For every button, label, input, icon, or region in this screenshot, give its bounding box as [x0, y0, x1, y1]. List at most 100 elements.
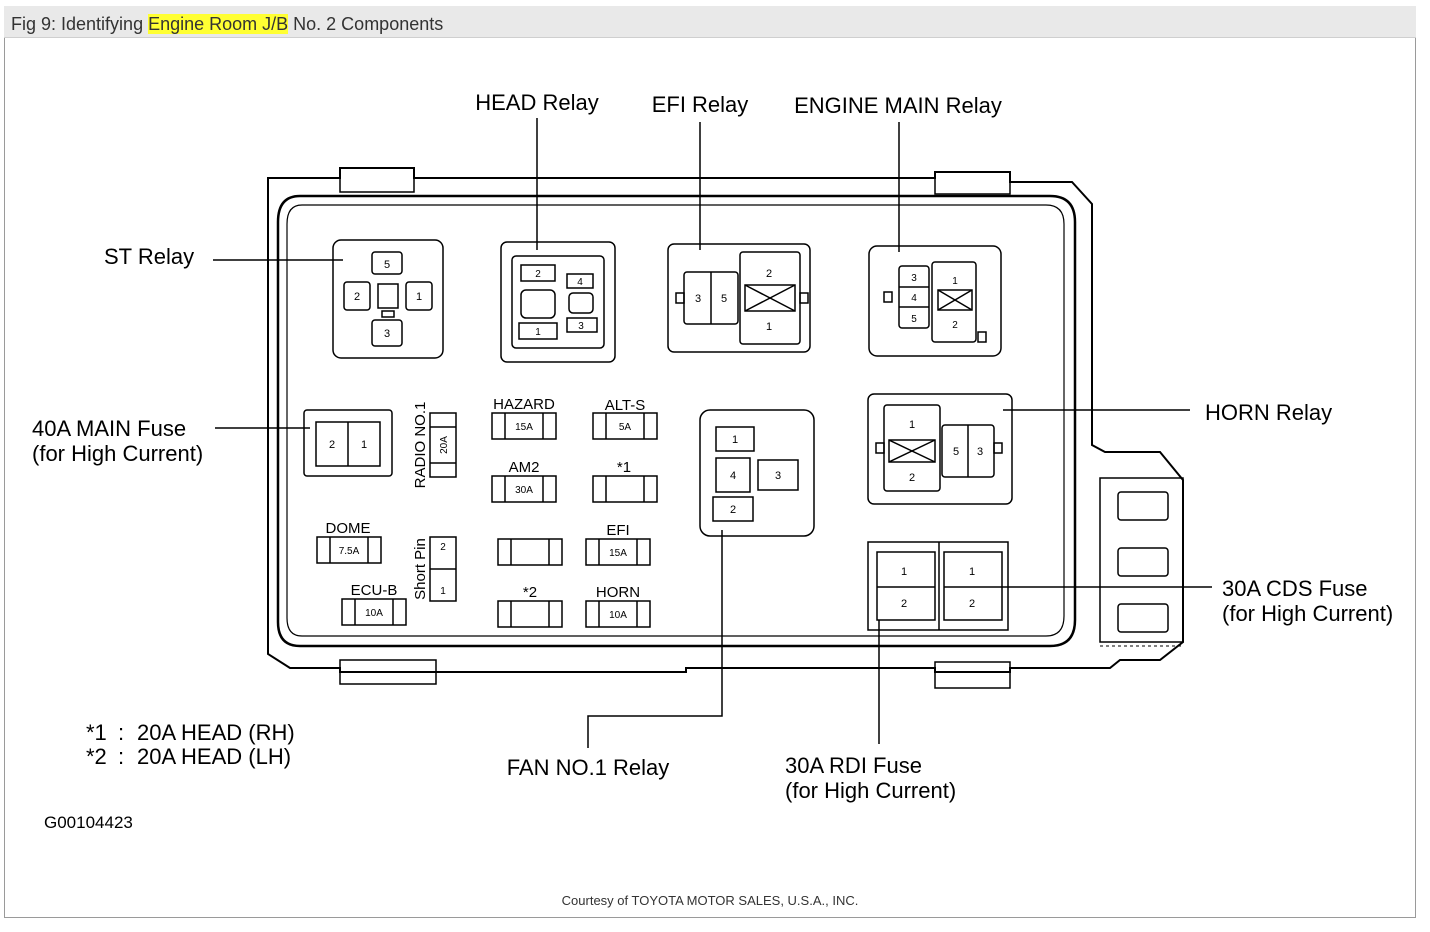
main-fuse-note: (for High Current): [32, 441, 203, 466]
dome-fuse-label: DOME: [326, 520, 371, 537]
junction-block-housing: [267, 167, 1184, 689]
st-relay-label: ST Relay: [104, 244, 194, 269]
fan-pin-4: 4: [730, 470, 736, 482]
head-relay-inner: [511, 255, 605, 349]
housing-tab-top-right: [934, 171, 1011, 195]
cds-fuse-note: (for High Current): [1222, 601, 1393, 626]
side-slot-1: [1117, 491, 1169, 521]
horn-relay: [867, 393, 1013, 505]
engine-main-relay: [868, 245, 1002, 357]
st-pin-2: 2: [354, 291, 360, 303]
legend-1-sep: :: [118, 720, 124, 745]
am2-fuse-rating: 30A: [515, 485, 533, 496]
horn-left-inner: [888, 439, 936, 463]
st-center-box: [377, 283, 399, 309]
short-pin-1: 1: [440, 586, 446, 597]
efi-relay-label: EFI Relay: [652, 92, 749, 117]
rdi-pin-2: 2: [901, 598, 907, 610]
ecu-b-fuse-label: ECU-B: [351, 582, 398, 599]
leader-lines: [213, 118, 1212, 748]
head-pin-4: 4: [577, 277, 583, 288]
side-slot-3: [1117, 603, 1169, 633]
figure-frame: [4, 6, 1416, 918]
main-fuse: [303, 409, 393, 477]
head-center-box: [520, 289, 556, 319]
radio-fuse: [429, 412, 457, 478]
horn-relay-label: HORN Relay: [1205, 400, 1332, 425]
main-fuse-pin-1: 1: [361, 439, 367, 451]
em-left-block: [898, 265, 930, 329]
em-tab-right: [977, 331, 987, 343]
cds-fuse-label: 30A CDS Fuse: [1222, 576, 1368, 601]
cds-pin-2: 2: [969, 598, 975, 610]
em-pin-1: 1: [952, 276, 958, 287]
fan-pin3-box: [757, 459, 799, 491]
fan-relay-label: FAN NO.1 Relay: [507, 755, 670, 780]
mini-fuses: [316, 412, 658, 628]
efi-tab-left: [675, 292, 685, 304]
fan-relay: [699, 409, 815, 537]
efi-pin-2: 2: [766, 268, 772, 280]
efi-pin-1: 1: [766, 321, 772, 333]
efi-right-inner: [744, 284, 796, 312]
fan-pin4-box: [715, 457, 751, 493]
dome-fuse: [316, 536, 382, 564]
main-fuse-label: 40A MAIN Fuse: [32, 416, 186, 441]
fan-pin-3: 3: [775, 470, 781, 482]
rdi-pin-1: 1: [901, 566, 907, 578]
horn-pin-5: 5: [953, 446, 959, 458]
radio-fuse-label: RADIO NO.1: [412, 402, 429, 489]
rdi-fuse-note: (for High Current): [785, 778, 956, 803]
housing-inner-2: [286, 204, 1065, 637]
credit-line: Courtesy of TOYOTA MOTOR SALES, U.S.A., …: [562, 893, 859, 908]
legend-2-value: 20A HEAD (LH): [137, 744, 291, 769]
em-right-block: [931, 261, 977, 343]
st-pin1-box: [405, 281, 433, 311]
fan-pin-2: 2: [730, 504, 736, 516]
head-relay-socket: [500, 241, 616, 363]
efi-relay: [667, 243, 811, 353]
st-pin-3: 3: [384, 328, 390, 340]
st-pin-1: 1: [416, 291, 422, 303]
head-pin4-box: [566, 273, 594, 289]
rdi-fuse-label: 30A RDI Fuse: [785, 753, 922, 778]
housing-tab-bottom-left: [339, 659, 437, 685]
efi-cross-b: [744, 284, 796, 312]
title-suffix: No. 2 Components: [288, 14, 444, 34]
em-pin-2: 2: [952, 320, 958, 331]
legend-2-key: *2: [86, 744, 107, 769]
horn-tab-right: [993, 442, 1003, 454]
em-tab-left: [883, 291, 893, 303]
dome-fuse-rating: 7.5A: [339, 546, 360, 557]
horn-tab-left: [875, 442, 885, 454]
engine-main-relay-socket: [868, 245, 1002, 357]
title-prefix: Fig 9: Identifying: [11, 14, 149, 34]
head-right-box: [568, 292, 594, 314]
short-pin-2: 2: [440, 542, 446, 553]
hazard-fuse-rating: 15A: [515, 422, 533, 433]
head-pin-3: 3: [578, 321, 584, 332]
em-right-inner: [937, 289, 973, 311]
fan-pin-1: 1: [732, 434, 738, 446]
housing-tab-bottom-right: [934, 661, 1011, 689]
cds-fuse-body: [943, 551, 1003, 621]
radio-fuse-body: [429, 412, 457, 478]
efi-fuse-rating: 15A: [609, 548, 627, 559]
alt-s-fuse-rating: 5A: [619, 422, 632, 433]
head-pin2-box: [520, 264, 556, 282]
radio-fuse-rating: 20A: [439, 436, 450, 454]
rdi-fuse-body: [876, 551, 936, 621]
figure-title: Fig 9: Identifying Engine Room J/B No. 2…: [11, 14, 443, 35]
side-slot-2: [1117, 547, 1169, 577]
leader-fan-relay: [587, 530, 723, 748]
st-center-slot: [381, 310, 395, 318]
head-pin-1: 1: [535, 327, 541, 338]
em-cross-b: [937, 289, 973, 311]
fan-pin2-box: [712, 496, 754, 522]
am2-fuse-label: AM2: [509, 459, 540, 476]
am2-fuse: [491, 475, 557, 503]
horn-pin-3: 3: [977, 446, 983, 458]
head-relay: [500, 241, 616, 363]
horn-pin-2: 2: [909, 472, 915, 484]
